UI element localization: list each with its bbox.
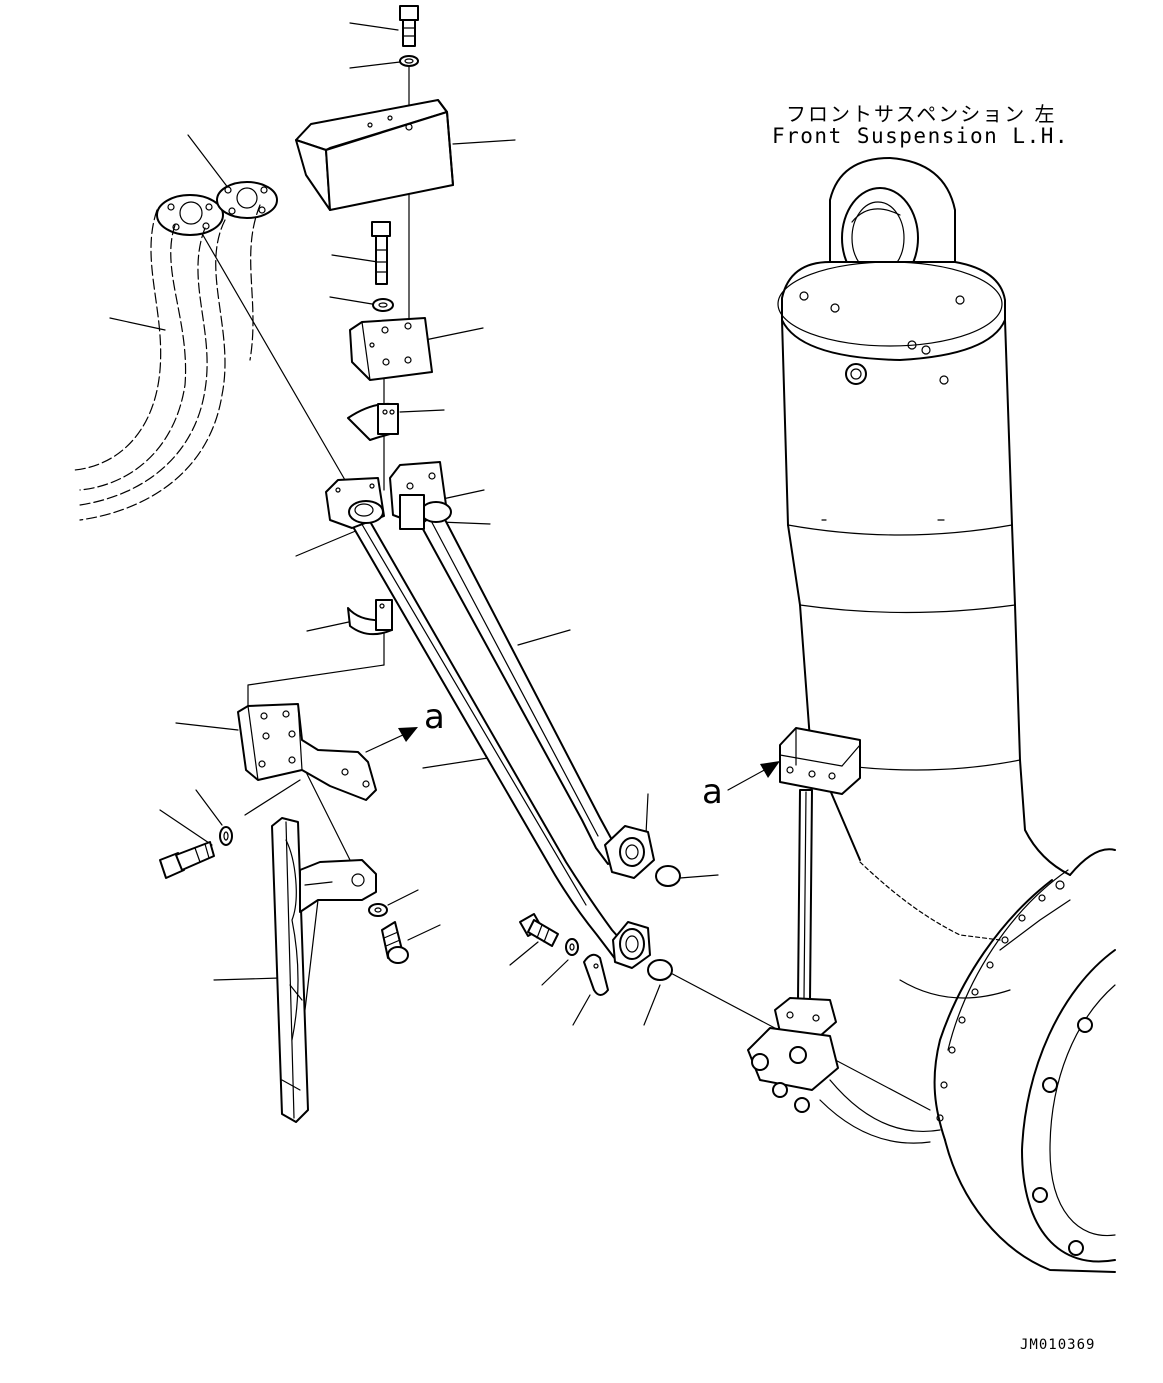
o-ring-lower-icon [648, 960, 672, 980]
top-washer-icon [400, 56, 418, 66]
o-ring-upper-icon [656, 866, 680, 886]
valve-body-icon [748, 998, 838, 1112]
view-label-a-left: a [424, 697, 445, 737]
side-washer-icon [220, 827, 232, 845]
guard-cover-icon [296, 100, 453, 210]
lower-washer-icon [566, 939, 578, 955]
assembly-centerlines [200, 60, 930, 1110]
mounting-bracket-icon [238, 704, 376, 800]
hose-flange-left [157, 195, 223, 235]
manifold-block-icon [780, 728, 860, 794]
middle-bolt-icon [372, 222, 390, 284]
hose-flange-right [217, 182, 277, 218]
left-tube-icon [326, 478, 650, 968]
right-tube-icon [390, 462, 654, 878]
support-bolt-icon [382, 922, 408, 963]
view-arrow-right-icon [728, 761, 780, 790]
split-flange-half-icon [584, 955, 608, 995]
hose-assembly-icon [75, 182, 277, 520]
drawing-number: JM010369 [1020, 1337, 1096, 1353]
upper-clamp-icon [348, 404, 398, 440]
support-washer-icon [369, 904, 387, 916]
view-arrow-left-icon [366, 727, 418, 752]
vertical-pipe-icon [798, 790, 812, 1000]
suspension-cylinder-icon [778, 158, 1070, 875]
lower-bolt-icon [520, 914, 558, 946]
axle-housing-icon [820, 849, 1115, 1272]
section-title-english: Front Suspension L.H. [772, 124, 1070, 148]
clamp-plate-icon [350, 318, 432, 380]
view-label-a-right: a [702, 772, 723, 812]
side-bolt-icon [160, 842, 214, 878]
support-channel-icon [272, 818, 376, 1122]
section-title-japanese: フロントサスペンション 左 [786, 102, 1057, 126]
lower-clamp-icon [348, 600, 392, 634]
top-bolt-icon [400, 6, 418, 46]
middle-washer-icon [373, 299, 393, 311]
